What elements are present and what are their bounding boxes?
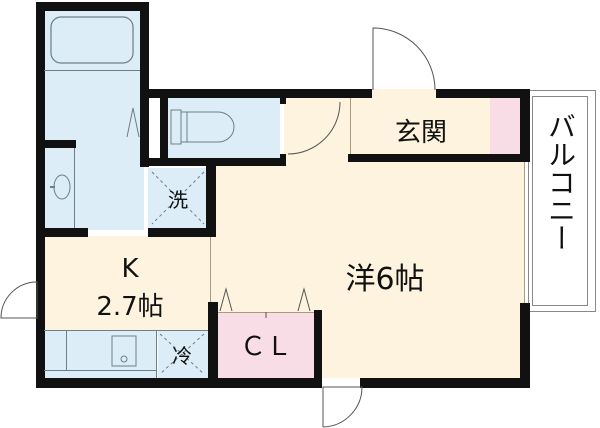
kitchen-label: K [121, 254, 139, 284]
balcony-window [524, 162, 525, 303]
fridge-space [158, 330, 208, 378]
shoe-cabinet [490, 98, 522, 158]
bath-divider [44, 70, 140, 71]
wall [36, 2, 148, 11]
wall [360, 378, 530, 388]
washroom-label: 洗 [168, 188, 188, 212]
wall [520, 89, 530, 162]
balcony-inner [532, 96, 588, 306]
bathroom [44, 10, 140, 140]
closet [218, 312, 314, 378]
sink-icon [50, 174, 71, 200]
balcony-label: バルコニー [544, 112, 577, 252]
wall [36, 140, 76, 148]
entrance [352, 98, 490, 158]
toilet-icon [170, 109, 235, 145]
wall [314, 310, 322, 388]
closet-door-icon [219, 287, 311, 318]
front-door-opening [372, 89, 436, 98]
wall [206, 160, 216, 235]
fridge-divider [156, 330, 157, 378]
wall [520, 303, 530, 388]
closet-label: ＣＬ [239, 332, 292, 362]
wall [140, 89, 530, 98]
bathtub-icon [50, 16, 134, 64]
wall [36, 378, 322, 388]
toilet-door-swing-icon [287, 101, 341, 155]
wall [148, 228, 216, 237]
kitchen-divider [66, 330, 67, 370]
wall [36, 2, 45, 388]
entrance-label: 玄関 [394, 118, 447, 148]
balcony [528, 90, 596, 312]
front-door-swing-icon [372, 27, 436, 91]
fridge-cross [159, 333, 205, 375]
washing-machine-cross [151, 171, 205, 225]
kitchen [44, 236, 212, 330]
western-room-label: 洋6帖 [345, 262, 425, 297]
wall [208, 302, 218, 388]
hallway [284, 98, 352, 160]
hall-divider [350, 98, 351, 154]
wall [280, 154, 286, 166]
stove-icon [111, 335, 137, 367]
wall [140, 2, 149, 167]
wall [280, 98, 286, 104]
room-door-swing-icon [322, 386, 363, 428]
bath-door-icon [126, 107, 140, 138]
counter-line [44, 330, 208, 331]
fridge-label: 冷 [172, 344, 192, 368]
kitchen-sliding-door [210, 237, 211, 302]
washroom-area [44, 140, 144, 230]
kitchen-size-label: 2.7帖 [96, 292, 164, 322]
wall [36, 228, 88, 237]
wall [160, 98, 168, 160]
counter-line [44, 370, 156, 371]
vanity-divider [74, 148, 75, 228]
kitchen-door-swing-icon [0, 281, 38, 319]
wall [348, 154, 528, 162]
